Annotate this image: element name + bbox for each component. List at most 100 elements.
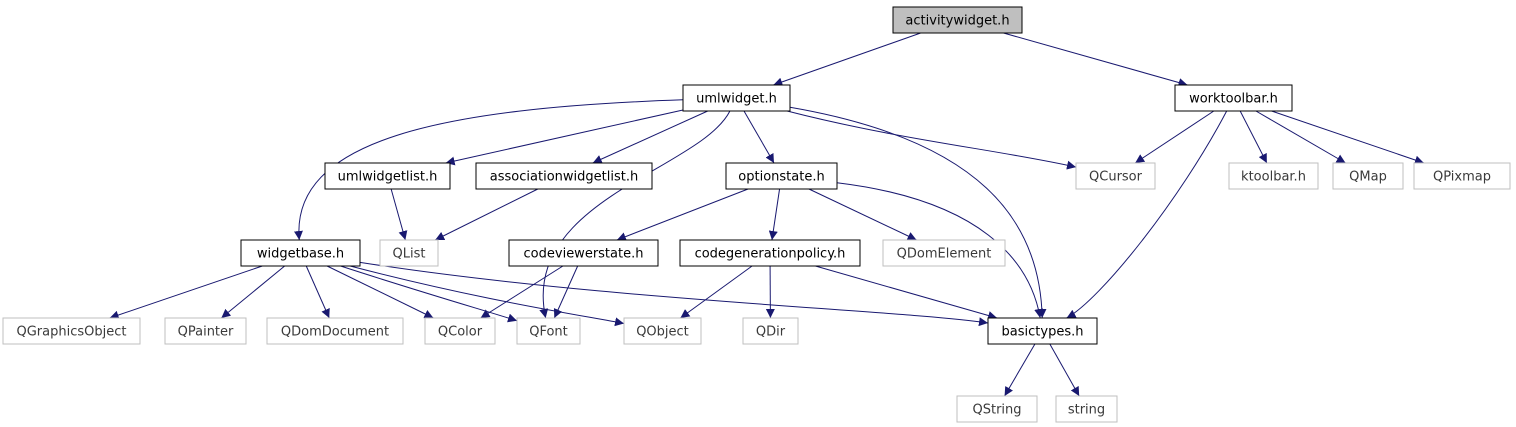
- node-qmap: QMap: [1332, 162, 1404, 190]
- edge-umlwidget-to-associationwidgetlist: [592, 110, 708, 164]
- node-box-qcolor: [424, 317, 496, 345]
- node-box-umlwidget: [682, 84, 791, 112]
- node-label-worktoolbar: worktoolbar.h: [1189, 92, 1278, 107]
- node-label-qcursor: QCursor: [1089, 170, 1143, 185]
- node-label-qmap: QMap: [1349, 170, 1387, 185]
- node-label-umlwidget: umlwidget.h: [696, 92, 777, 107]
- node-ktoolbar: ktoolbar.h: [1228, 162, 1319, 190]
- node-label-codeviewerstate: codeviewerstate.h: [524, 247, 644, 262]
- edge-widgetbase-to-qpainter: [221, 265, 285, 319]
- node-label-ktoolbar: ktoolbar.h: [1241, 170, 1306, 185]
- edge-worktoolbar-to-ktoolbar: [1239, 110, 1268, 164]
- node-label-widgetbase: widgetbase.h: [257, 247, 344, 262]
- node-label-string: string: [1068, 403, 1105, 418]
- node-box-qpainter: [164, 317, 247, 345]
- edge-umlwidget-to-umlwidgetlist: [445, 109, 684, 166]
- node-label-qgraphicsobject: QGraphicsObject: [17, 325, 127, 340]
- node-umlwidget[interactable]: umlwidget.h: [682, 84, 791, 112]
- edge-codeviewerstate-to-qfont: [553, 265, 579, 319]
- node-box-widgetbase: [240, 239, 361, 267]
- node-box-qdomelement: [882, 239, 1006, 267]
- edges: [109, 32, 1425, 397]
- node-worktoolbar[interactable]: worktoolbar.h: [1174, 84, 1293, 112]
- node-label-associationwidgetlist: associationwidgetlist.h: [490, 170, 638, 185]
- edge-activitywidget-to-umlwidget: [773, 32, 921, 87]
- node-codeviewerstate[interactable]: codeviewerstate.h: [508, 239, 659, 267]
- node-label-optionstate: optionstate.h: [738, 170, 824, 185]
- node-box-codegenerationpolicy: [679, 239, 861, 267]
- edge-widgetbase-to-qfont: [340, 265, 518, 323]
- edge-optionstate-to-codeviewerstate: [616, 188, 749, 241]
- node-qlist: QList: [379, 239, 439, 267]
- edge-widgetbase-to-qgraphicsobject: [109, 265, 263, 320]
- edge-codegenerationpolicy-to-qobject: [680, 265, 753, 319]
- node-umlwidgetlist[interactable]: umlwidgetlist.h: [324, 162, 451, 190]
- node-box-activitywidget: [892, 6, 1023, 34]
- node-box-associationwidgetlist: [475, 162, 653, 190]
- node-basictypes[interactable]: basictypes.h: [987, 317, 1098, 345]
- node-label-qcolor: QColor: [438, 325, 483, 340]
- node-optionstate[interactable]: optionstate.h: [725, 162, 838, 190]
- node-qdomdocument: QDomDocument: [266, 317, 404, 345]
- edge-optionstate-to-basictypes: [836, 182, 1044, 319]
- node-box-qcursor: [1075, 162, 1156, 190]
- node-label-qdir: QDir: [756, 325, 786, 340]
- node-box-umlwidgetlist: [324, 162, 451, 190]
- node-qcursor: QCursor: [1075, 162, 1156, 190]
- node-label-codegenerationpolicy: codegenerationpolicy.h: [695, 247, 846, 262]
- node-box-qobject: [623, 317, 702, 345]
- node-qpainter: QPainter: [164, 317, 247, 345]
- node-string: string: [1055, 395, 1118, 423]
- node-associationwidgetlist[interactable]: associationwidgetlist.h: [475, 162, 653, 190]
- node-box-ktoolbar: [1228, 162, 1319, 190]
- node-box-qlist: [379, 239, 439, 267]
- node-box-worktoolbar: [1174, 84, 1293, 112]
- edge-associationwidgetlist-to-qlist: [434, 188, 539, 241]
- node-box-qmap: [1332, 162, 1404, 190]
- edge-umlwidget-to-qcursor: [786, 110, 1077, 170]
- node-box-codeviewerstate: [508, 239, 659, 267]
- node-box-qdir: [742, 317, 799, 345]
- node-qdir: QDir: [742, 317, 799, 345]
- edge-activitywidget-to-worktoolbar: [1003, 32, 1188, 87]
- node-qdomelement: QDomElement: [882, 239, 1006, 267]
- node-activitywidget[interactable]: activitywidget.h: [892, 6, 1023, 34]
- edge-widgetbase-to-basictypes: [359, 261, 989, 327]
- edge-codeviewerstate-to-qcolor: [480, 265, 564, 319]
- node-label-qobject: QObject: [636, 325, 689, 340]
- node-label-qdomdocument: QDomDocument: [281, 325, 389, 340]
- node-label-activitywidget: activitywidget.h: [905, 14, 1009, 29]
- node-qpixmap: QPixmap: [1413, 162, 1511, 190]
- node-codegenerationpolicy[interactable]: codegenerationpolicy.h: [679, 239, 861, 267]
- node-box-qgraphicsobject: [2, 317, 141, 345]
- node-label-qdomelement: QDomElement: [897, 247, 992, 262]
- edge-widgetbase-to-qobject: [350, 265, 625, 327]
- node-label-umlwidgetlist: umlwidgetlist.h: [338, 170, 438, 185]
- node-qstring: QString: [956, 395, 1038, 423]
- node-label-qpixmap: QPixmap: [1433, 170, 1491, 185]
- edge-worktoolbar-to-qpixmap: [1271, 110, 1425, 165]
- edge-umlwidget-to-widgetbase: [293, 99, 684, 241]
- node-box-qfont: [516, 317, 581, 345]
- edge-optionstate-to-qdomelement: [808, 188, 917, 241]
- node-widgetbase[interactable]: widgetbase.h: [240, 239, 361, 267]
- node-label-basictypes: basictypes.h: [1002, 325, 1084, 340]
- node-qobject: QObject: [623, 317, 702, 345]
- node-qcolor: QColor: [424, 317, 496, 345]
- node-box-qpixmap: [1413, 162, 1511, 190]
- nodes: activitywidget.h umlwidget.h worktoolbar.h…: [2, 6, 1511, 423]
- node-box-string: [1055, 395, 1118, 423]
- node-box-basictypes: [987, 317, 1098, 345]
- node-label-qpainter: QPainter: [178, 325, 234, 340]
- edge-optionstate-to-codegenerationpolicy: [768, 188, 781, 241]
- edge-worktoolbar-to-basictypes: [1066, 110, 1228, 319]
- edge-worktoolbar-to-qcursor: [1134, 110, 1215, 164]
- node-box-qstring: [956, 395, 1038, 423]
- node-qfont: QFont: [516, 317, 581, 345]
- edge-worktoolbar-to-qmap: [1255, 110, 1346, 164]
- node-box-optionstate: [725, 162, 838, 190]
- edge-umlwidget-to-basictypes: [789, 106, 1047, 319]
- edge-umlwidget-to-qfont: [539, 110, 731, 319]
- edge-widgetbase-to-qcolor: [326, 265, 434, 319]
